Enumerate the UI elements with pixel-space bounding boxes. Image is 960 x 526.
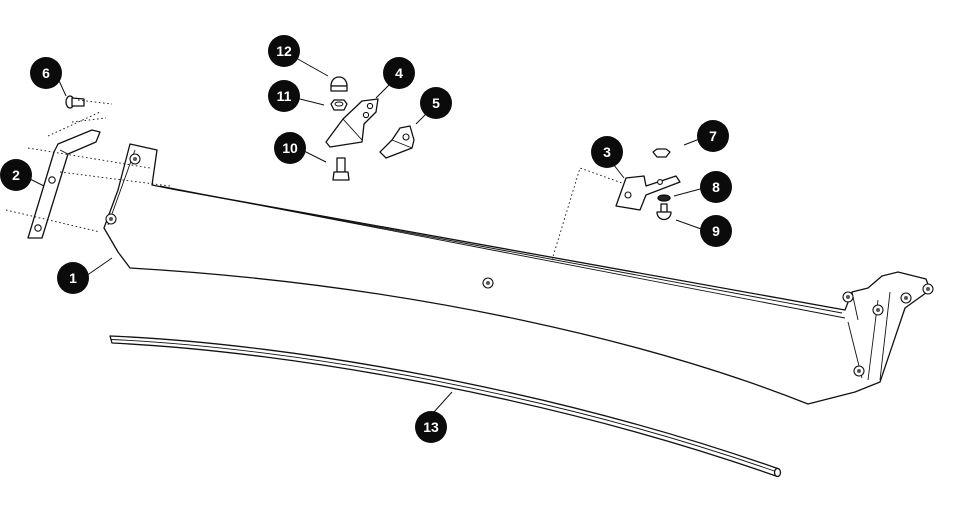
callout-13: 13	[415, 411, 447, 443]
part-10-hex-bolt	[332, 157, 350, 181]
part-9-screw	[656, 203, 672, 221]
callout-11: 11	[268, 80, 300, 112]
part-5-clip	[379, 125, 415, 159]
callout-number: 6	[42, 65, 50, 81]
part-11-nut	[330, 99, 348, 111]
part-2-left-bracket	[27, 129, 101, 239]
callout-4: 4	[383, 57, 415, 89]
callout-5: 5	[420, 87, 452, 119]
part-12-cap-nut	[330, 76, 348, 92]
callout-number: 8	[712, 179, 720, 195]
callout-number: 10	[282, 140, 298, 156]
mount-hole	[872, 304, 884, 316]
mount-hole	[105, 213, 117, 225]
mount-hole	[853, 365, 865, 377]
callout-number: 13	[423, 419, 439, 435]
part-8-washer	[657, 194, 671, 202]
callout-7: 7	[697, 120, 729, 152]
assembly-lines	[5, 99, 623, 261]
mount-hole	[922, 283, 934, 295]
callout-number: 4	[395, 65, 403, 81]
callout-number: 12	[276, 43, 292, 59]
mount-hole	[129, 153, 141, 165]
callout-3: 3	[591, 136, 623, 168]
callout-9: 9	[700, 215, 732, 247]
callout-number: 11	[277, 88, 292, 104]
callout-12: 12	[268, 35, 300, 67]
callout-number: 9	[712, 223, 720, 239]
part-3-right-bracket	[615, 175, 681, 211]
mount-hole	[900, 292, 912, 304]
part-4-bracket	[325, 98, 379, 148]
callout-number: 5	[432, 95, 440, 111]
callout-number: 1	[69, 270, 77, 286]
callout-number: 3	[603, 144, 611, 160]
part-6-bolt	[65, 95, 85, 109]
callout-number: 7	[709, 128, 717, 144]
callout-6: 6	[30, 57, 62, 89]
part-7-nut	[652, 148, 671, 158]
callout-10: 10	[274, 132, 306, 164]
center-hole	[482, 277, 494, 289]
part-13-strip	[109, 335, 782, 478]
callout-number: 2	[12, 167, 20, 183]
callout-1: 1	[57, 262, 89, 294]
callout-2: 2	[0, 159, 32, 191]
part-1-main-bar	[103, 143, 934, 405]
callout-8: 8	[700, 171, 732, 203]
mount-hole	[842, 291, 854, 303]
